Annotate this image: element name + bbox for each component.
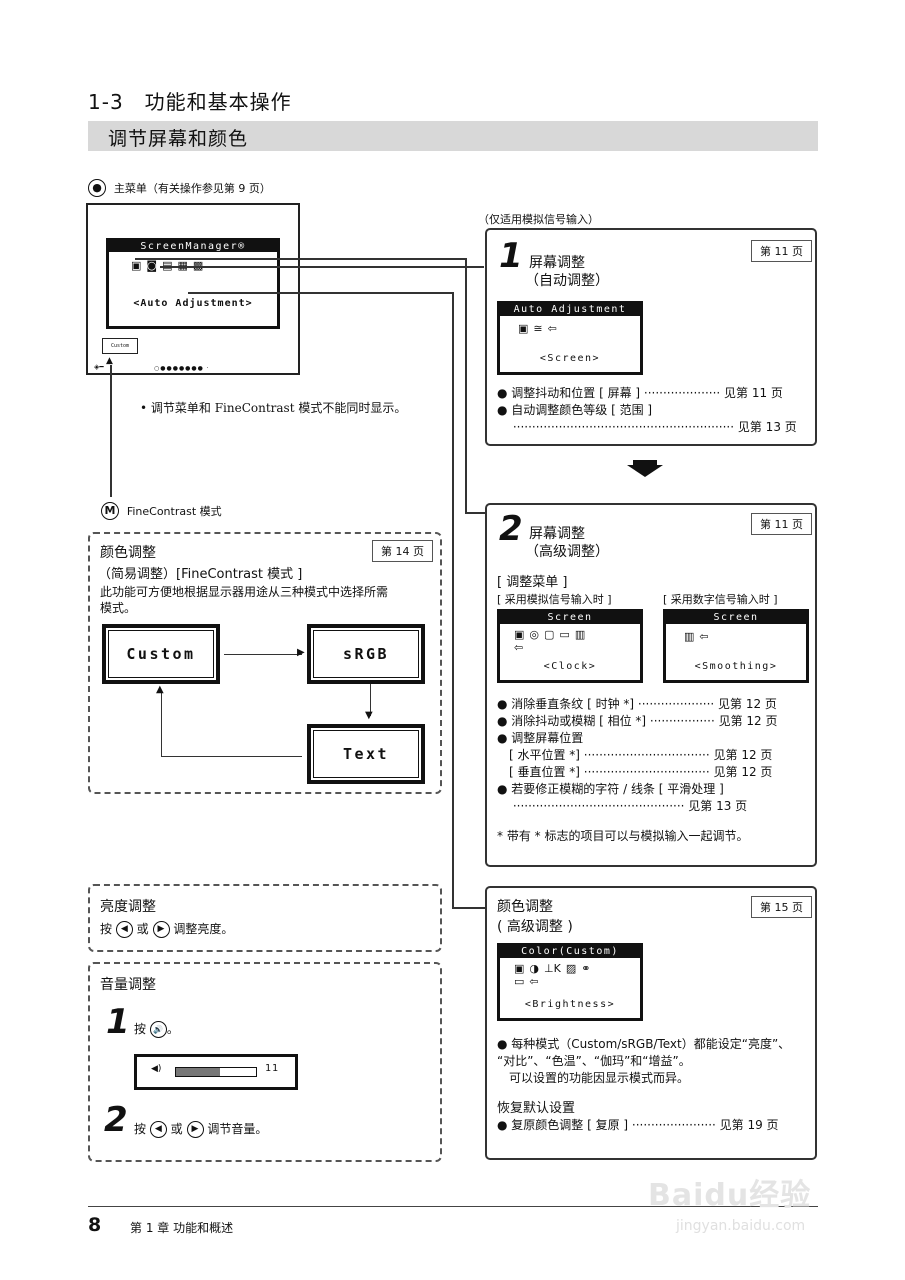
section-bar (88, 121, 818, 151)
range-icon: ≅ (533, 322, 543, 335)
arrow-down-icon: ▼ (365, 710, 373, 721)
return-icon: ⇦ (547, 322, 557, 335)
lang-icon: ▩ (193, 259, 203, 272)
smoothing-icon: ▥ (574, 628, 586, 641)
speaker-icon: ◀) (151, 1064, 162, 1074)
main-menu-osd: ScreenManager® ▣ ◙ ▤ ▦ ▩ <Auto Adjustment> (106, 238, 280, 329)
power-icon: ▤ (162, 259, 172, 272)
phase-icon: ◎ (529, 628, 540, 641)
osd-label: <Screen> (539, 353, 601, 364)
screen-auto-box: 1 屏幕调整 （自动调整） 第 11 页 Auto Adjustment ▣≅⇦… (485, 228, 817, 446)
temperature-icon: ⊥K (544, 962, 561, 975)
menu-note: • 调节菜单和 FineContrast 模式不能同时显示。 (140, 401, 407, 415)
osd-icons: ▣ ◎ ▢ ▭ ▥ ⇦ (514, 628, 590, 654)
brightness-icon: ▣ (514, 962, 525, 975)
gain-icon: ⚭ (581, 962, 591, 975)
finecontrast-box: 颜色调整 第 14 页 （简易调整）[FineContrast 模式 ] 此功能… (88, 532, 442, 794)
logo-icon: ◈━ (94, 363, 104, 371)
page-number: 8 (88, 1214, 102, 1236)
fc-corner-box: Custom (102, 338, 138, 354)
contrast-icon: ◑ (529, 962, 540, 975)
hpos-icon: ▢ (544, 628, 555, 641)
screen-adv-box: 2 屏幕调整 （高级调整） 第 11 页 [ 调整菜单 ] [ 采用模拟信号输入… (485, 503, 817, 867)
section-title: 调节屏幕和颜色 (108, 128, 249, 150)
watermark-url: jingyan.baidu.com (676, 1218, 806, 1234)
return-icon: ⇦ (699, 630, 709, 643)
page-title: 1-3 功能和基本操作 (88, 90, 292, 114)
front-buttons: ○●●●●●●● · (154, 365, 210, 372)
enter-button-icon: ● (88, 179, 106, 197)
box-subtitle: （自动调整） (525, 273, 609, 289)
page-ref: 第 11 页 (751, 240, 812, 262)
down-arrow-stem (633, 460, 657, 466)
right-button-icon: ▶ (152, 921, 170, 938)
down-arrow-icon (627, 465, 663, 477)
right-button-icon: ▶ (186, 1121, 204, 1138)
osd-icons: ▥⇦ (684, 630, 714, 643)
volume-bar-fill (176, 1068, 220, 1076)
osd-icons: ▣ ◙ ▤ ▦ ▩ (131, 259, 208, 272)
smoothing-icon: ▥ (684, 630, 695, 643)
brightness-instructions: 按 ◀ 或 ▶ 调整亮度。 (100, 921, 234, 938)
clock-icon: ▣ (514, 628, 525, 641)
reset-icon: ▭ (514, 975, 525, 988)
arrow-up-icon: ▲ (156, 684, 164, 695)
footer-rule (88, 1206, 818, 1207)
vpos-icon: ▭ (559, 628, 570, 641)
mode-text: Text (307, 724, 425, 784)
monitor-illustration: ScreenManager® ▣ ◙ ▤ ▦ ▩ <Auto Adjustment> C… (86, 203, 300, 375)
volume-bar (175, 1067, 257, 1077)
digital-osd: Screen ▥⇦ <Smoothing> (663, 609, 809, 683)
info-icon: ▦ (178, 259, 188, 272)
left-button-icon: ◀ (149, 1121, 167, 1138)
return-icon: ⇦ (529, 975, 539, 988)
volume-box: 音量调整 1 按 🔊。 ◀) 11 2 按 ◀ 或 ▶ 调节音量。 (88, 962, 442, 1162)
finecontrast-label: M FineContrast 模式 (101, 502, 222, 520)
osd-selected: <Auto Adjustment> (133, 298, 253, 309)
watermark-logo: Baidu经验 (648, 1178, 812, 1213)
analog-osd: Screen ▣◎▢▭▥⇦ <Clock> (497, 609, 643, 683)
screen-icon: ▣ (518, 322, 529, 335)
auto-osd: Auto Adjustment ▣≅⇦ <Screen> (497, 301, 643, 375)
step-number: 1 (499, 236, 523, 276)
mode-button-icon: M (101, 502, 119, 520)
color-osd: Color(Custom) ▣◑⊥K▨⚭▭⇦ <Brightness> (497, 943, 643, 1021)
osd-title: ScreenManager® (109, 241, 277, 252)
color-icon: ◙ (146, 259, 158, 272)
volume-osd: ◀) 11 (134, 1054, 298, 1090)
box-title: 屏幕调整 (529, 255, 585, 271)
gamma-icon: ▨ (565, 962, 577, 975)
volume-button-icon: 🔊 (149, 1021, 167, 1038)
arrow-right-icon: ▶ (297, 647, 305, 658)
mode-srgb: sRGB (307, 624, 425, 684)
left-button-icon: ◀ (115, 921, 133, 938)
brightness-box: 亮度调整 按 ◀ 或 ▶ 调整亮度。 (88, 884, 442, 952)
analog-note: （仅适用模拟信号输入） (478, 213, 599, 226)
main-menu-label: ● 主菜单（有关操作参见第 9 页） (88, 179, 271, 197)
screen-icon: ▣ (131, 259, 142, 272)
color-adv-box: 颜色调整 ( 高级调整 ) 第 15 页 Color(Custom) ▣◑⊥K▨… (485, 886, 817, 1160)
chapter-label: 第 1 章 功能和概述 (130, 1221, 234, 1235)
return-icon: ⇦ (514, 641, 524, 654)
arrow-up-icon: ▲ (106, 356, 113, 366)
osd-icons: ▣ ≅ ⇦ (518, 322, 562, 335)
mode-custom: Custom (102, 624, 220, 684)
osd-icons: ▣ ◑ ⊥K ▨ ⚭ ▭ ⇦ (514, 962, 595, 988)
